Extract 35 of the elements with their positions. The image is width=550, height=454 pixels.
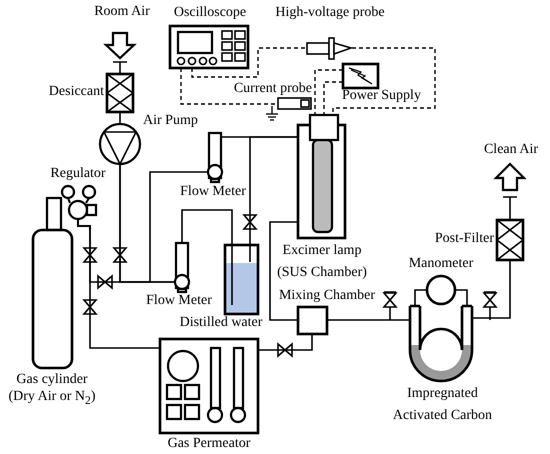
- gas-pipe: [221, 136, 298, 138]
- signal-cable: [332, 47, 436, 115]
- signal-cable: [180, 68, 278, 105]
- component-label: Oscilloscope: [172, 5, 248, 22]
- component-label: High-voltage probe: [274, 5, 386, 22]
- gas-pipe: [455, 289, 468, 306]
- component-label: Manometer: [408, 256, 474, 273]
- component-label: Gas Permeator: [166, 436, 252, 453]
- flow-label: Room Air: [93, 4, 151, 21]
- component-label: Excimer lamp (SUS Chamber): [276, 242, 368, 282]
- gas-pipe: [414, 289, 427, 306]
- component-label: Desiccant: [48, 84, 104, 101]
- component-label: Mixing Chamber: [278, 288, 376, 305]
- gas-pipe: [119, 164, 208, 283]
- gas-pipe: [181, 209, 233, 245]
- component-label: Gas cylinder (Dry Air or N$_{2}$): [7, 372, 97, 408]
- component-label: Air Pump: [143, 113, 199, 130]
- component-label: Flow Meter: [179, 184, 247, 201]
- component-label: Current probe: [232, 81, 312, 98]
- signal-cable: [323, 81, 343, 115]
- component-label: Post-Filter: [434, 231, 494, 248]
- component-label: Distilled water: [178, 315, 264, 332]
- component-label: Impregnated Activated Carbon: [392, 385, 494, 425]
- gas-pipe: [119, 112, 121, 124]
- component-label: Power Supply: [342, 88, 422, 105]
- gas-pipe: [258, 334, 313, 351]
- component-label: Regulator: [49, 166, 107, 183]
- gas-pipe: [269, 221, 298, 321]
- component-label: Flow Meter: [145, 293, 213, 310]
- gas-pipe: [327, 319, 410, 321]
- gas-pipe: [89, 230, 160, 349]
- signal-cable: [191, 47, 307, 78]
- gas-pipe: [472, 260, 511, 319]
- signal-cable: [314, 69, 343, 115]
- flow-label: Clean Air: [482, 142, 540, 159]
